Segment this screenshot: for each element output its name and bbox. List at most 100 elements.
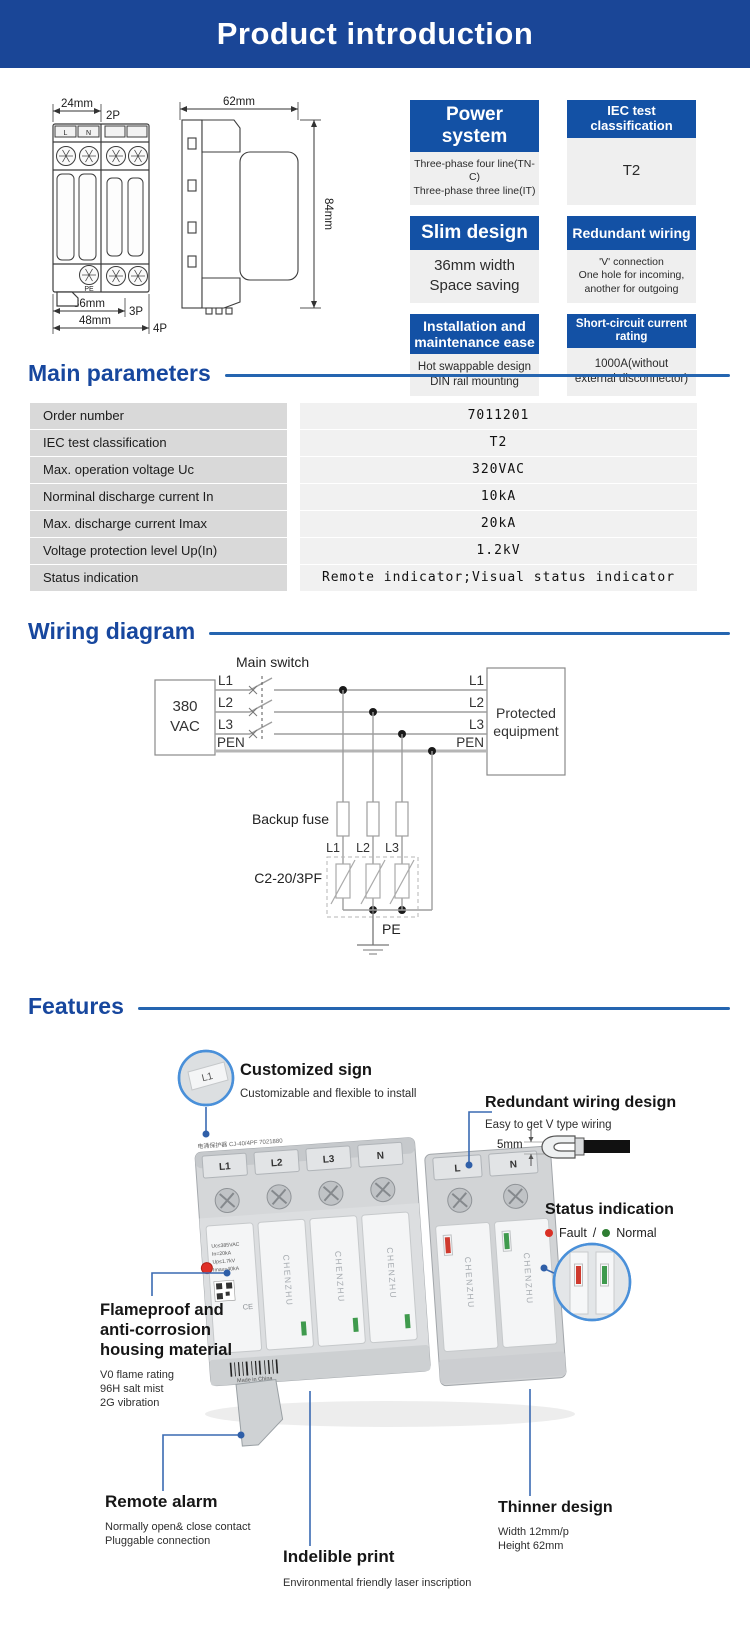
callout-customized-sign: Customized sign Customizable and flexibl… [240,1061,416,1102]
param-label: Norminal discharge current In [30,484,287,510]
feature-line: T2 [622,162,641,180]
protected-equipment-box [486,667,566,776]
features-illustration: L1 L2 L3 N CHENZHU CHENZHU CHENZHU [151,1049,632,1546]
callout-remote-alarm: Remote alarm Normally open& close contac… [105,1492,251,1548]
feature-line: Three-phase four line(TN-C) [414,157,535,184]
front-view [52,123,150,307]
normal-dot [602,1229,611,1238]
tap-wires [342,690,433,911]
line-redundant-wiring [468,1111,492,1163]
section-main-parameters: Main parameters [28,358,730,388]
terminal-label: N [509,1159,517,1170]
callout-title: Customized sign [240,1061,373,1079]
feature-line: One hole for incoming, [578,269,685,282]
callout-title: Flameproof and anti-corrosion housing ma… [100,1301,233,1359]
slash: / [592,1226,597,1241]
line-labels-right: L1 L2 L3 PEN [456,673,484,750]
section-title: Main parameters [28,359,211,386]
label-l1: L1 [218,673,233,688]
dim-84mm: 84mm [322,198,334,230]
tag-4p: 4P [153,323,167,335]
callout-thinner-design: Thinner design Width 12mm/p Height 62mm [498,1498,613,1553]
dim-62mm: 62mm [223,96,255,108]
table-row: Norminal discharge current In 10kA [30,484,697,510]
param-label: IEC test classification [30,430,287,456]
table-gap [287,565,300,591]
dim-arrows [53,106,317,331]
brand-text: CHENZHU [522,1252,536,1305]
feature-line: Three-phase three line(IT) [413,184,536,197]
fuse-l2: L2 [356,841,370,855]
svg-text:Uc≤385VAC: Uc≤385VAC [211,1242,240,1250]
feature-box-iec: IEC test classification T2 [567,100,696,205]
terminal-label: L3 [322,1154,335,1166]
fault-indicator [444,1237,451,1254]
callout-line: Pluggable connection [105,1535,211,1548]
status-windows-green [300,1314,411,1336]
callout-title: Remote alarm [105,1492,218,1511]
table-gap [287,457,300,483]
wire [584,1140,630,1153]
feature-box-title: Power system [410,100,539,152]
wiring-diagram: Main switch 380 VAC Protected equipment … [154,654,566,955]
callout-line: 2G vibration [100,1397,160,1409]
feature-box-title: Slim design [410,215,539,250]
fuse-l3: L3 [385,841,399,855]
param-label: Voltage protection level Up(In) [30,538,287,564]
line-labels-left: L1 L2 L3 PEN [217,673,245,750]
feature-box-installation: Installation and maintenance ease Hot sw… [410,313,539,396]
callout-redundant-wiring: Redundant wiring design Easy to get V ty… [485,1093,676,1133]
callout-line: Normally open& close contact [105,1521,251,1534]
callout-flameproof: Flameproof and anti-corrosion housing ma… [100,1300,252,1410]
feature-box-body: Three-phase four line(TN-C) Three-phase … [410,151,539,205]
source-voltage: 380 [172,698,197,715]
brand-text: CHENZHU [385,1247,399,1300]
callout-line: 96H salt mist [100,1383,164,1395]
table-row: Voltage protection level Up(In) 1.2kV [30,538,697,564]
param-label: Max. operation voltage Uc [30,457,287,483]
ce-mark: CE [242,1302,253,1312]
line-flameproof [151,1272,226,1296]
source-unit: VAC [170,718,200,735]
tag-2p: 2P [106,110,120,122]
fuses [336,801,409,837]
feature-boxes: Power system Three-phase four line(TN-C)… [410,100,696,396]
callout-indelible-print: Indelible print Environmental friendly l… [283,1547,471,1591]
label-l3-r: L3 [469,717,484,732]
callout-title: Redundant wiring design [485,1094,677,1111]
spade-dim-label: 5mm [497,1139,523,1151]
section-features: Features [28,991,730,1021]
protected-label-1: Protected [496,705,556,721]
fault-label: Fault [559,1226,587,1241]
sign-tag-l1: L1 [201,1071,215,1084]
callout-lines [151,1107,557,1546]
tag-3p: 3P [129,306,143,318]
page-title: Product introduction [216,16,534,51]
qr-code [213,1279,236,1302]
indicator-frame [442,1234,454,1257]
parameters-table: Order number 7011201 IEC test classifica… [30,403,697,592]
feature-box-title: Redundant wiring [567,215,696,250]
table-row: Status indication Remote indicator;Visua… [30,565,697,591]
callout-title: Indelible print [283,1547,395,1566]
dim-extension-lines [52,102,321,334]
feature-box-title: IEC test classification [567,100,696,138]
table-row: IEC test classification T2 [30,430,697,456]
fuse-l1: L1 [326,841,340,855]
param-value: 1.2kV [300,538,697,564]
section-rule [209,631,730,635]
dim-24mm: 24mm [61,98,93,110]
feature-box-body: 'V' connection One hole for incoming, an… [567,249,696,303]
callout-title: Status indication [545,1201,674,1218]
fault-dot [545,1229,553,1238]
backup-fuse-label: Backup fuse [252,811,329,827]
feature-line: 'V' connection [599,255,664,268]
device-shadow [205,1401,575,1427]
terminal-label: L1 [219,1161,232,1173]
pe-label: PE [382,921,401,937]
ground-symbol [357,910,389,955]
svg-text:Up≤1.7kV: Up≤1.7kV [212,1258,236,1266]
callout-line: V0 flame rating [100,1369,174,1381]
section-title: Wiring diagram [28,617,196,644]
